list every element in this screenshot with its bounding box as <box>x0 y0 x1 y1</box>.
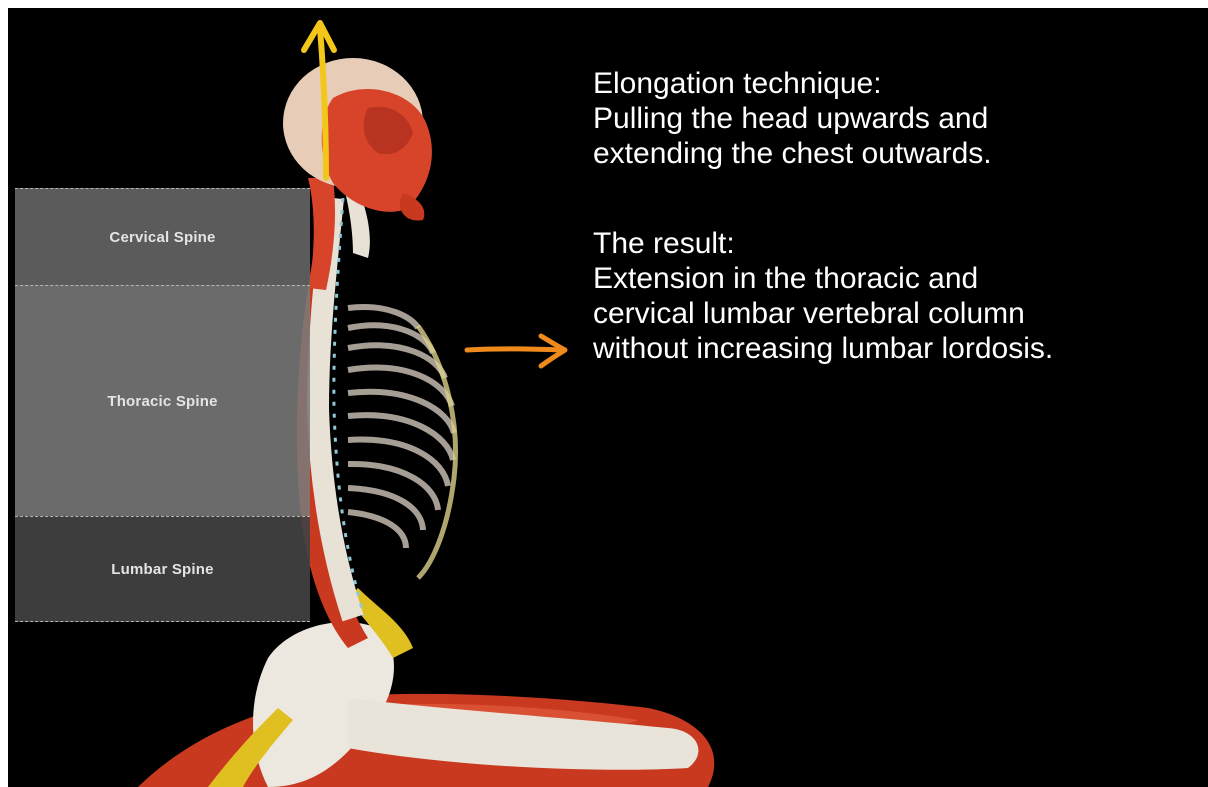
lumbar-spine-label: Lumbar Spine <box>111 561 213 578</box>
thoracic-spine-region: Thoracic Spine <box>15 285 310 516</box>
right-arrow-icon <box>463 330 573 370</box>
technique-line-1: Pulling the head upwards and <box>593 101 992 136</box>
technique-caption: Elongation technique: Pulling the head u… <box>593 66 992 171</box>
result-line-3: without increasing lumbar lordosis. <box>593 331 1053 366</box>
result-caption: The result: Extension in the thoracic an… <box>593 226 1053 366</box>
cervical-spine-label: Cervical Spine <box>109 229 215 246</box>
technique-line-2: extending the chest outwards. <box>593 136 992 171</box>
rib-cage <box>348 307 454 548</box>
lumbar-spine-region: Lumbar Spine <box>15 516 310 622</box>
result-line-1: Extension in the thoracic and <box>593 261 1053 296</box>
cervical-spine-region: Cervical Spine <box>15 188 310 285</box>
video-frame: Cervical Spine Thoracic Spine Lumbar Spi… <box>8 8 1208 787</box>
result-line-2: cervical lumbar vertebral column <box>593 296 1053 331</box>
result-heading: The result: <box>593 226 1053 261</box>
thoracic-spine-label: Thoracic Spine <box>107 393 217 410</box>
technique-heading: Elongation technique: <box>593 66 992 101</box>
